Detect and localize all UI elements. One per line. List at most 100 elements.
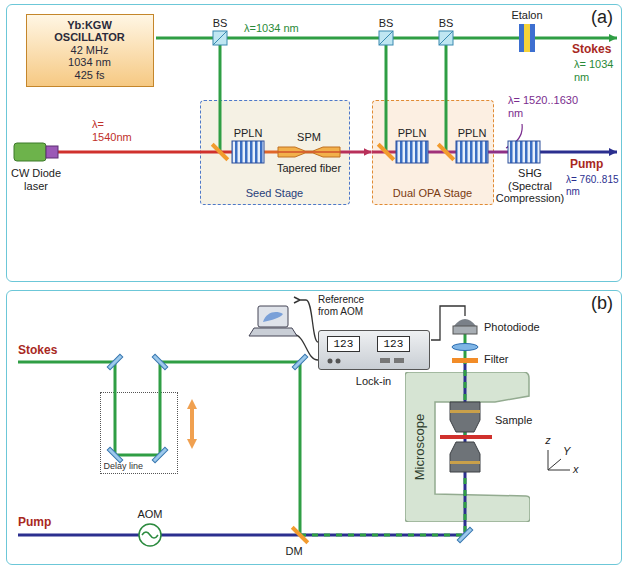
part-name: PPLN (234, 127, 263, 140)
detection-optics (452, 319, 478, 363)
mirror (107, 354, 473, 544)
delay-box: Delay line (100, 392, 178, 474)
beam-splitter (379, 31, 393, 45)
cable (292, 297, 465, 360)
panel-a-beams (428, 151, 456, 154)
axes (548, 470, 570, 471)
panel-a-beams (156, 37, 617, 40)
dichroic-mirror (211, 143, 229, 161)
beam-splitter (213, 31, 227, 45)
lockin-knobs (328, 359, 333, 364)
beam-connector (350, 151, 372, 154)
panel-b-beams (300, 362, 465, 535)
aom-symbol (142, 532, 158, 538)
panel-a-beams (372, 151, 396, 154)
part-name: Etalon (511, 9, 542, 22)
part-name: SHG (Spectral Compression) (495, 167, 565, 205)
lockin-knobs (328, 358, 405, 364)
stage-title: Dual OPA Stage (393, 187, 472, 200)
lockin-knobs (394, 358, 404, 363)
panel-b-beams (300, 362, 465, 535)
tapered-fiber (278, 151, 340, 153)
cable (292, 334, 318, 360)
ppln-crystal (508, 141, 540, 163)
delay-label: Delay line (104, 461, 144, 471)
connectors (350, 152, 372, 153)
ppln-crystal (396, 141, 428, 163)
lockin-knobs (336, 359, 341, 364)
objective (450, 461, 480, 464)
beam-name: Pump (18, 516, 51, 530)
panel-a-beams (540, 151, 617, 154)
part-name: AOM (137, 508, 162, 521)
panel-b-beams (18, 334, 465, 535)
display-digits: 123 (327, 336, 361, 353)
axis-name: z (545, 434, 551, 447)
part-name: CW Diode laser (4, 167, 68, 192)
panel-letter: (a) (591, 7, 613, 28)
stage-title: Seed Stage (246, 187, 304, 200)
microscope-outline (405, 372, 530, 522)
display-digits: 123 (377, 336, 411, 353)
mirror (457, 527, 473, 543)
etalon (519, 24, 535, 52)
objective (440, 435, 492, 439)
tapered-fiber (278, 147, 340, 157)
panel-a-beams (219, 45, 222, 152)
etalon (530, 24, 535, 52)
part-name: BS (439, 17, 454, 30)
instrument-name: Lock-in (356, 375, 391, 388)
mirror (292, 354, 308, 370)
beam-splitter (379, 31, 393, 45)
panel-letter: (b) (591, 293, 613, 314)
laser-title: Yb:KGW OSCILLATOR (42, 19, 138, 44)
beam-splitter (213, 31, 227, 45)
detection-optics (452, 358, 478, 363)
detection-optics (454, 319, 476, 326)
beam-name: Stokes (18, 344, 57, 358)
beam-splitter (213, 31, 453, 45)
aom-symbol (139, 524, 161, 546)
wavelength: λ= 760..815 nm (566, 174, 622, 197)
cable (306, 300, 318, 342)
dichroic-mirror (437, 143, 455, 161)
mirror (107, 354, 123, 370)
tapered-fiber (278, 147, 340, 157)
etalon (524, 24, 530, 52)
panel-a-beams (385, 45, 388, 152)
laptop (258, 306, 288, 327)
panel-b-beams (18, 534, 300, 537)
dichroic-mirror (377, 143, 395, 161)
ppln-crystal (232, 141, 264, 163)
laser-spec: 42 MHz (71, 44, 109, 57)
diode-laser (14, 143, 58, 161)
laser-spec: 425 fs (75, 69, 105, 82)
laser-spec: 1034 nm (68, 56, 111, 69)
mirror (107, 447, 123, 463)
part-name: Photodiode (484, 321, 540, 334)
panel-a-beams (340, 151, 350, 154)
part-name: PPLN (458, 127, 487, 140)
detection-optics (452, 344, 478, 351)
part-name: PPLN (398, 127, 427, 140)
ppln-crystal (456, 141, 488, 163)
wavelength: λ= 1034 nm (574, 58, 618, 83)
axes (548, 450, 549, 470)
beam-splitter (439, 31, 453, 45)
panel-a-beams (58, 38, 617, 152)
mirror (152, 354, 168, 370)
laptop (263, 312, 283, 322)
laptop (249, 306, 297, 336)
axis-name: x (573, 463, 579, 476)
lockin-knobs (380, 358, 390, 363)
microscope-label: Microscope (412, 413, 427, 479)
wavelength: λ=1034 nm (244, 22, 299, 35)
objective (450, 410, 480, 413)
objective (450, 402, 480, 432)
objective (440, 402, 492, 472)
panel-b-beams (190, 404, 194, 444)
wavelength: λ= 1540nm (92, 118, 144, 143)
microscope-body: Microscope (405, 372, 530, 522)
etalon (519, 24, 524, 52)
panel-a-beams (506, 124, 522, 148)
